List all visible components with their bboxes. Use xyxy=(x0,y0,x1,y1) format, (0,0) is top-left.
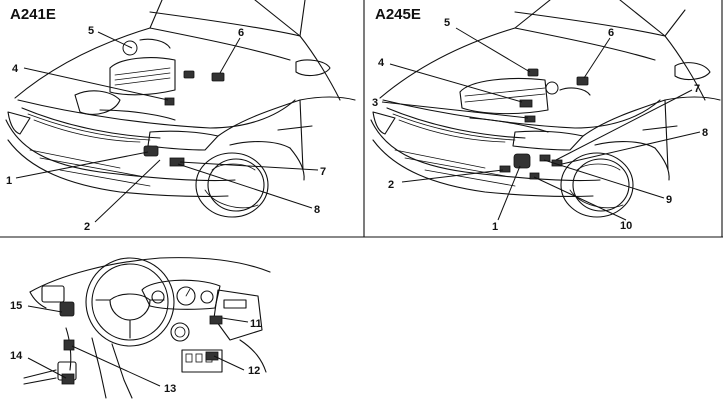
callout-2: 2 xyxy=(84,221,90,233)
leader-lines-interior xyxy=(27,305,249,387)
panel-frame xyxy=(0,0,723,238)
callout-6: 6 xyxy=(608,27,614,39)
callouts-a241e: 5 6 4 1 2 7 8 xyxy=(6,25,326,233)
callout-12: 12 xyxy=(248,365,260,377)
callout-8: 8 xyxy=(314,204,320,216)
callout-15: 15 xyxy=(10,300,22,312)
callout-7: 7 xyxy=(694,83,700,95)
callout-3: 3 xyxy=(372,97,378,109)
car-front-a241e xyxy=(5,0,356,218)
callout-1: 1 xyxy=(492,221,498,233)
callout-4: 4 xyxy=(378,57,385,69)
callout-6: 6 xyxy=(238,27,244,39)
dashboard-interior xyxy=(23,257,271,399)
callout-4: 4 xyxy=(12,63,19,75)
callout-7: 7 xyxy=(320,166,326,178)
callouts-a245e: 5 6 4 3 7 8 2 1 9 10 xyxy=(372,17,708,233)
valve-component xyxy=(524,115,536,123)
panel-interior: 15 14 13 12 11 xyxy=(10,257,271,399)
connector-component xyxy=(205,351,219,361)
callout-11: 11 xyxy=(250,318,262,330)
connector-component xyxy=(209,315,223,325)
callout-8: 8 xyxy=(702,127,708,139)
callout-9: 9 xyxy=(666,194,672,206)
connector-component xyxy=(539,154,551,162)
panel-a245e: A245E xyxy=(370,0,721,233)
valve-component xyxy=(164,97,175,106)
switch-component xyxy=(61,373,75,385)
sensor-component xyxy=(183,70,195,79)
car-front-a245e xyxy=(370,0,721,218)
callout-5: 5 xyxy=(88,25,94,37)
switch-component xyxy=(63,339,75,351)
panel-title-a245e: A245E xyxy=(375,6,421,23)
panel-title-a241e: A241E xyxy=(10,6,56,23)
connector-component xyxy=(499,165,511,173)
switch-component xyxy=(576,76,589,86)
connector-component xyxy=(529,172,540,180)
callout-14: 14 xyxy=(10,350,23,362)
callout-5: 5 xyxy=(444,17,450,29)
leader-lines-a245e xyxy=(381,27,701,221)
callout-2: 2 xyxy=(388,179,394,191)
valve-component xyxy=(519,99,533,108)
ecu-component xyxy=(59,301,75,317)
callout-1: 1 xyxy=(6,175,12,187)
callout-13: 13 xyxy=(164,383,176,395)
leader-lines-a241e xyxy=(15,31,319,223)
panel-a241e: A241E xyxy=(5,0,356,233)
sensor-component xyxy=(527,68,539,77)
callouts-interior: 15 14 13 12 11 xyxy=(10,300,262,395)
callout-10: 10 xyxy=(620,220,632,232)
switch-component xyxy=(211,72,225,82)
module-component xyxy=(513,153,531,169)
module-component xyxy=(143,145,159,157)
